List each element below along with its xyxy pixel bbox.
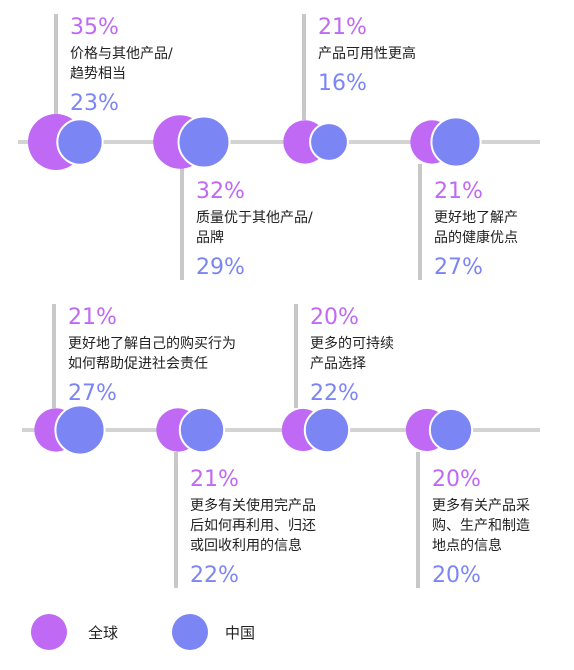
category-label: 后如何再利用、归还 bbox=[190, 517, 316, 534]
category-label: 品牌 bbox=[196, 229, 224, 246]
category-label: 产品可用性更高 bbox=[318, 45, 416, 62]
category-label: 更多的可持续 bbox=[310, 335, 394, 352]
global-value-label: 21% bbox=[434, 179, 483, 204]
legend-global-label: 全球 bbox=[88, 624, 118, 642]
china-value-label: 29% bbox=[196, 255, 245, 280]
category-label: 更多有关产品采 bbox=[432, 497, 530, 514]
china-bubble bbox=[430, 116, 482, 168]
china-value-label: 23% bbox=[70, 91, 119, 116]
global-value-label: 20% bbox=[310, 305, 359, 330]
china-bubble bbox=[428, 407, 474, 453]
category-label: 质量优于其他产品/ bbox=[196, 210, 313, 226]
legend-china-swatch bbox=[172, 614, 208, 650]
global-value-label: 35% bbox=[70, 15, 119, 40]
china-bubble bbox=[178, 406, 226, 454]
legend-china-label: 中国 bbox=[225, 624, 255, 642]
category-label: 价格与其他产品/ bbox=[70, 46, 173, 62]
category-label: 产品选择 bbox=[310, 356, 366, 372]
category-label: 或回收利用的信息 bbox=[190, 537, 302, 554]
global-value-label: 21% bbox=[68, 305, 117, 330]
category-label: 趋势相当 bbox=[70, 66, 126, 82]
category-label: 品的健康优点 bbox=[434, 229, 518, 246]
china-value-label: 16% bbox=[318, 71, 367, 96]
china-value-label: 22% bbox=[310, 381, 359, 406]
china-bubble bbox=[309, 122, 349, 162]
global-value-label: 32% bbox=[196, 179, 245, 204]
china-bubble bbox=[177, 115, 231, 169]
global-value-label: 21% bbox=[318, 15, 367, 40]
category-label: 更好地了解自己的购买行为 bbox=[68, 336, 236, 352]
china-bubble bbox=[56, 118, 104, 166]
global-value-label: 20% bbox=[432, 467, 481, 492]
china-value-label: 20% bbox=[432, 563, 481, 588]
category-label: 更好地了解产 bbox=[434, 210, 518, 226]
category-label: 购、生产和制造 bbox=[432, 518, 530, 534]
china-bubble bbox=[303, 406, 351, 454]
china-value-label: 27% bbox=[68, 381, 117, 406]
global-value-label: 21% bbox=[190, 467, 239, 492]
china-bubble bbox=[54, 404, 106, 456]
china-value-label: 22% bbox=[190, 563, 239, 588]
category-label: 地点的信息 bbox=[432, 537, 502, 554]
china-value-label: 27% bbox=[434, 255, 483, 280]
legend-global-swatch bbox=[31, 614, 67, 650]
category-label: 更多有关使用完产品 bbox=[190, 497, 316, 514]
category-label: 如何帮助促进社会责任 bbox=[68, 356, 208, 372]
